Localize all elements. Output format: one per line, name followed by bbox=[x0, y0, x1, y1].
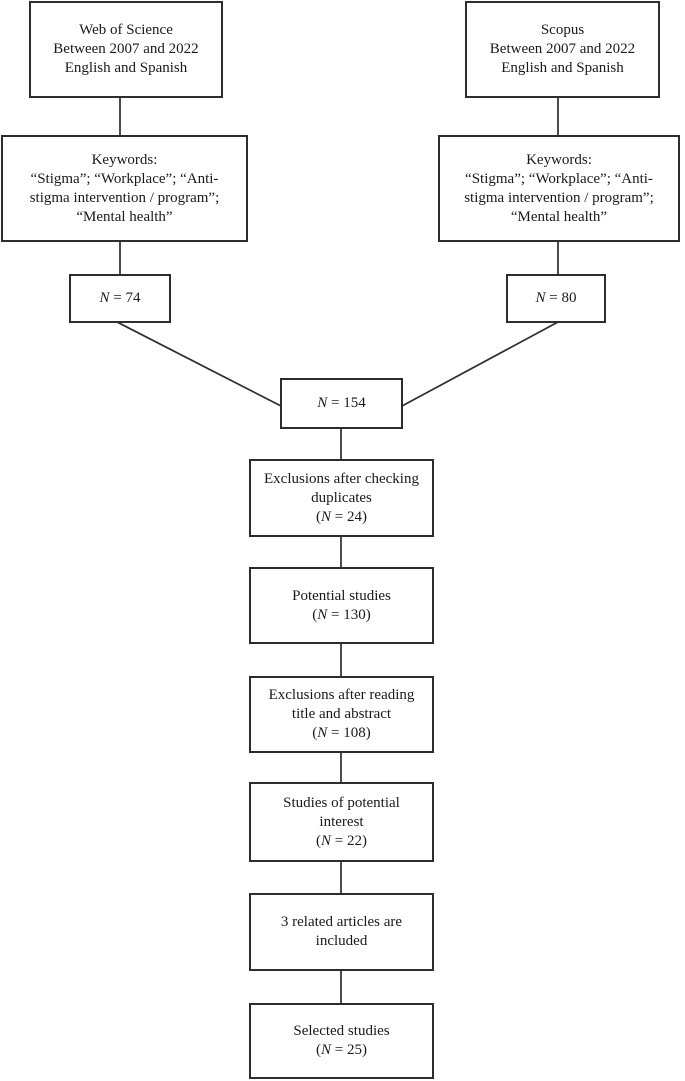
stat-post: = 108) bbox=[327, 725, 371, 741]
node-scopus: Scopus Between 2007 and 2022 English and… bbox=[465, 1, 660, 98]
stat-n: N bbox=[321, 1042, 332, 1058]
node-n154: N = 154 bbox=[280, 378, 403, 429]
text-line: English and Spanish bbox=[501, 60, 624, 76]
stat-post: = 80 bbox=[545, 290, 577, 306]
stat-line: (N = 108) bbox=[312, 724, 370, 743]
text-line: included bbox=[315, 933, 368, 949]
connector-n74-n154 bbox=[116, 321, 282, 407]
node-selected-studies: Selected studies (N = 25) bbox=[249, 1003, 434, 1079]
text-line: Selected studies bbox=[293, 1023, 390, 1039]
stat-n: N bbox=[321, 508, 332, 525]
node-web-of-science: Web of Science Between 2007 and 2022 Eng… bbox=[29, 1, 223, 98]
connector-n80-n154 bbox=[401, 321, 559, 407]
stat-pre: ( bbox=[316, 832, 321, 849]
stat-line: (N = 22) bbox=[316, 832, 367, 851]
stat-post: = 74 bbox=[109, 290, 141, 306]
stat-line: (N = 24) bbox=[316, 508, 367, 527]
text-line: “Stigma”; “Workplace”; “Anti- bbox=[30, 170, 219, 187]
text-line: English and Spanish bbox=[64, 60, 188, 76]
text-line: Exclusions after checking bbox=[264, 470, 419, 487]
stat-post: = 154 bbox=[327, 395, 366, 411]
stat-n: N bbox=[99, 290, 110, 306]
text-line: interest bbox=[319, 813, 364, 830]
text-line: stigma intervention / program”; bbox=[29, 189, 220, 206]
text-line: Between 2007 and 2022 bbox=[489, 41, 636, 57]
stat-pre: ( bbox=[316, 508, 321, 525]
node-n80: N = 80 bbox=[506, 274, 606, 323]
node-n74: N = 74 bbox=[69, 274, 171, 323]
text-line: 3 related articles are bbox=[280, 914, 403, 930]
node-keywords-left: Keywords: “Stigma”; “Workplace”; “Anti- … bbox=[1, 135, 248, 242]
stat-n: N bbox=[535, 290, 546, 306]
node-related-articles: 3 related articles are included bbox=[249, 893, 434, 971]
stat-pre: ( bbox=[312, 725, 318, 741]
stat-line: N = 154 bbox=[317, 394, 365, 413]
stat-n: N bbox=[317, 725, 328, 741]
node-keywords-right: Keywords: “Stigma”; “Workplace”; “Anti- … bbox=[438, 135, 680, 242]
stat-line: (N = 25) bbox=[316, 1041, 367, 1060]
text-line: “Mental health” bbox=[76, 208, 173, 225]
stat-line: (N = 130) bbox=[312, 606, 370, 625]
stat-n: N bbox=[321, 832, 332, 849]
text-line: Exclusions after reading bbox=[268, 687, 415, 703]
stat-post: = 130) bbox=[327, 606, 371, 623]
text-line: Studies of potential bbox=[283, 794, 400, 811]
node-potential-studies: Potential studies (N = 130) bbox=[249, 567, 434, 644]
stat-post: = 22) bbox=[331, 832, 367, 849]
stat-post: = 24) bbox=[331, 508, 367, 525]
node-exclusions-duplicates: Exclusions after checking duplicates (N … bbox=[249, 459, 434, 537]
stat-line: N = 80 bbox=[536, 289, 577, 308]
stat-n: N bbox=[317, 606, 328, 623]
text-line: Keywords: bbox=[91, 151, 158, 168]
text-line: Keywords: bbox=[526, 151, 592, 168]
text-line: Between 2007 and 2022 bbox=[53, 41, 199, 57]
stat-n: N bbox=[317, 395, 328, 411]
stat-pre: ( bbox=[312, 606, 318, 623]
node-exclusions-title-abstract: Exclusions after reading title and abstr… bbox=[249, 676, 434, 753]
text-line: title and abstract bbox=[291, 706, 392, 722]
text-line: stigma intervention / program”; bbox=[464, 189, 654, 206]
text-line: Web of Science bbox=[79, 22, 173, 38]
text-line: duplicates bbox=[311, 489, 372, 506]
text-line: “Stigma”; “Workplace”; “Anti- bbox=[465, 170, 653, 187]
stat-pre: ( bbox=[316, 1042, 321, 1058]
node-studies-of-interest: Studies of potential interest (N = 22) bbox=[249, 782, 434, 862]
stat-post: = 25) bbox=[331, 1042, 367, 1058]
text-line: “Mental health” bbox=[510, 208, 608, 225]
text-line: Scopus bbox=[540, 22, 585, 38]
text-line: Potential studies bbox=[292, 587, 391, 604]
stat-line: N = 74 bbox=[100, 289, 141, 308]
